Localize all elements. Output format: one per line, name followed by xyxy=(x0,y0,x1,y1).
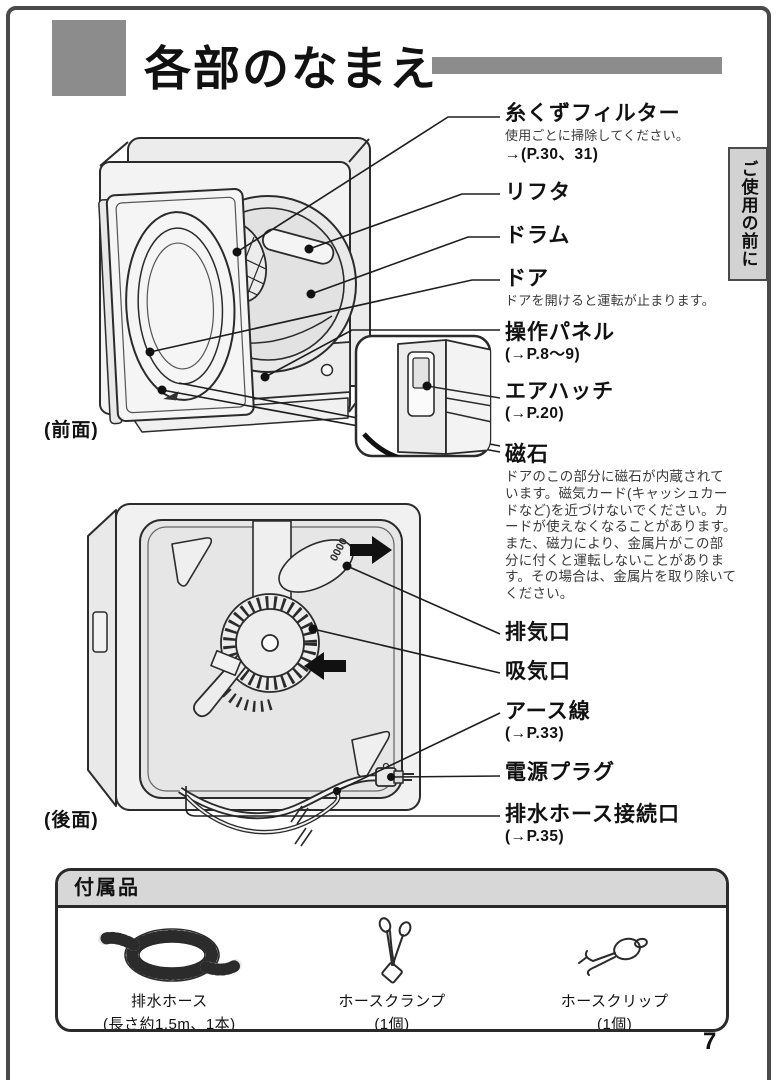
title-accent-square xyxy=(52,20,126,96)
accessory-qty: (1個) xyxy=(374,1016,410,1032)
accessories-box: 付属品 排水ホース (長さ約1.5m、1本) xyxy=(55,868,729,1032)
part-label-door: ドア ドアを開けると運転が止まります。 xyxy=(505,267,763,309)
front-view-caption: (前面) xyxy=(44,420,99,441)
part-label-power-plug: 電源プラグ xyxy=(505,761,763,784)
part-name: 操作パネル xyxy=(505,321,615,344)
part-label-exhaust-port: 排気口 xyxy=(505,621,763,644)
part-label-lint-filter: 糸くずフィルター 使用ごとに掃除してください。 →(P.30、31) xyxy=(505,102,763,164)
drain-hose-icon xyxy=(69,916,269,988)
air-hatch-inset xyxy=(354,334,501,458)
part-label-intake-port: 吸気口 xyxy=(505,660,763,683)
accessory-item-hose-clamp: ホースクランプ (1個) xyxy=(292,916,492,1032)
hose-clamp-icon xyxy=(292,916,492,988)
accessory-name: 排水ホース xyxy=(130,993,208,1010)
accessory-qty: (長さ約1.5m、1本) xyxy=(102,1016,236,1032)
intake-arrow xyxy=(304,652,346,680)
part-name: アース線 xyxy=(505,700,591,723)
accessory-item-hose-clip: ホースクリップ (1個) xyxy=(515,916,715,1032)
part-name: 磁石 xyxy=(505,443,549,466)
page-reference: (→P.8〜9) xyxy=(505,346,581,364)
page-number: 7 xyxy=(703,1028,717,1055)
part-note: ドアのこの部分に磁石が内蔵されています。磁気カード(キャッシュカードなど)を近づ… xyxy=(505,469,737,602)
rear-view-caption: (後面) xyxy=(44,810,99,831)
accessory-qty: (1個) xyxy=(596,1016,633,1032)
power-plug-detail xyxy=(375,762,414,787)
title-accent-bar xyxy=(432,57,722,74)
hose-clip-icon xyxy=(515,916,715,988)
accessory-name: ホースクランプ xyxy=(338,993,446,1010)
part-name: リフタ xyxy=(505,181,571,204)
part-name: 糸くずフィルター xyxy=(505,102,681,125)
vent-marking-text: 0000 xyxy=(328,536,350,563)
part-label-drain-hose-port: 排水ホース接続口 (→P.35) xyxy=(505,803,763,846)
part-name: 吸気口 xyxy=(505,660,571,683)
part-note: ドアを開けると運転が止まります。 xyxy=(505,293,715,309)
part-name: ドア xyxy=(505,267,549,290)
page-reference: →(P.30、31) xyxy=(505,146,599,164)
part-label-drum: ドラム xyxy=(505,224,763,247)
dryer-front-illustration xyxy=(98,137,371,433)
part-note: 使用ごとに掃除してください。 xyxy=(505,128,690,144)
accessory-name: ホースクリップ xyxy=(560,993,669,1010)
part-label-lifter: リフタ xyxy=(505,181,763,204)
part-label-magnet: 磁石 ドアのこの部分に磁石が内蔵されています。磁気カード(キャッシュカードなど)… xyxy=(505,443,763,603)
part-name: ドラム xyxy=(505,224,571,247)
part-label-ground-wire: アース線 (→P.33) xyxy=(505,700,763,743)
page-reference: (→P.33) xyxy=(505,725,565,743)
accessory-item-drain-hose: 排水ホース (長さ約1.5m、1本) xyxy=(69,916,269,1032)
part-label-control-panel: 操作パネル (→P.8〜9) xyxy=(505,321,763,364)
section-tab-label: ご使用の前に xyxy=(738,160,758,268)
page-reference: (→P.20) xyxy=(505,405,565,423)
page-title: 各部のなまえ xyxy=(144,42,438,95)
leader-lines xyxy=(149,116,501,817)
dryer-rear-illustration: 0000 xyxy=(87,503,421,847)
accessories-header: 付属品 xyxy=(58,871,726,908)
part-name: 排水ホース接続口 xyxy=(505,803,680,826)
page-reference: (→P.35) xyxy=(505,828,565,846)
part-name: 排気口 xyxy=(505,621,571,644)
exhaust-arrow xyxy=(350,536,392,564)
part-name: エアハッチ xyxy=(505,380,615,403)
part-name: 電源プラグ xyxy=(505,761,615,784)
section-tab-before-use: ご使用の前に xyxy=(728,147,768,281)
leader-dots xyxy=(145,244,432,795)
part-label-air-hatch: エアハッチ (→P.20) xyxy=(505,380,763,423)
